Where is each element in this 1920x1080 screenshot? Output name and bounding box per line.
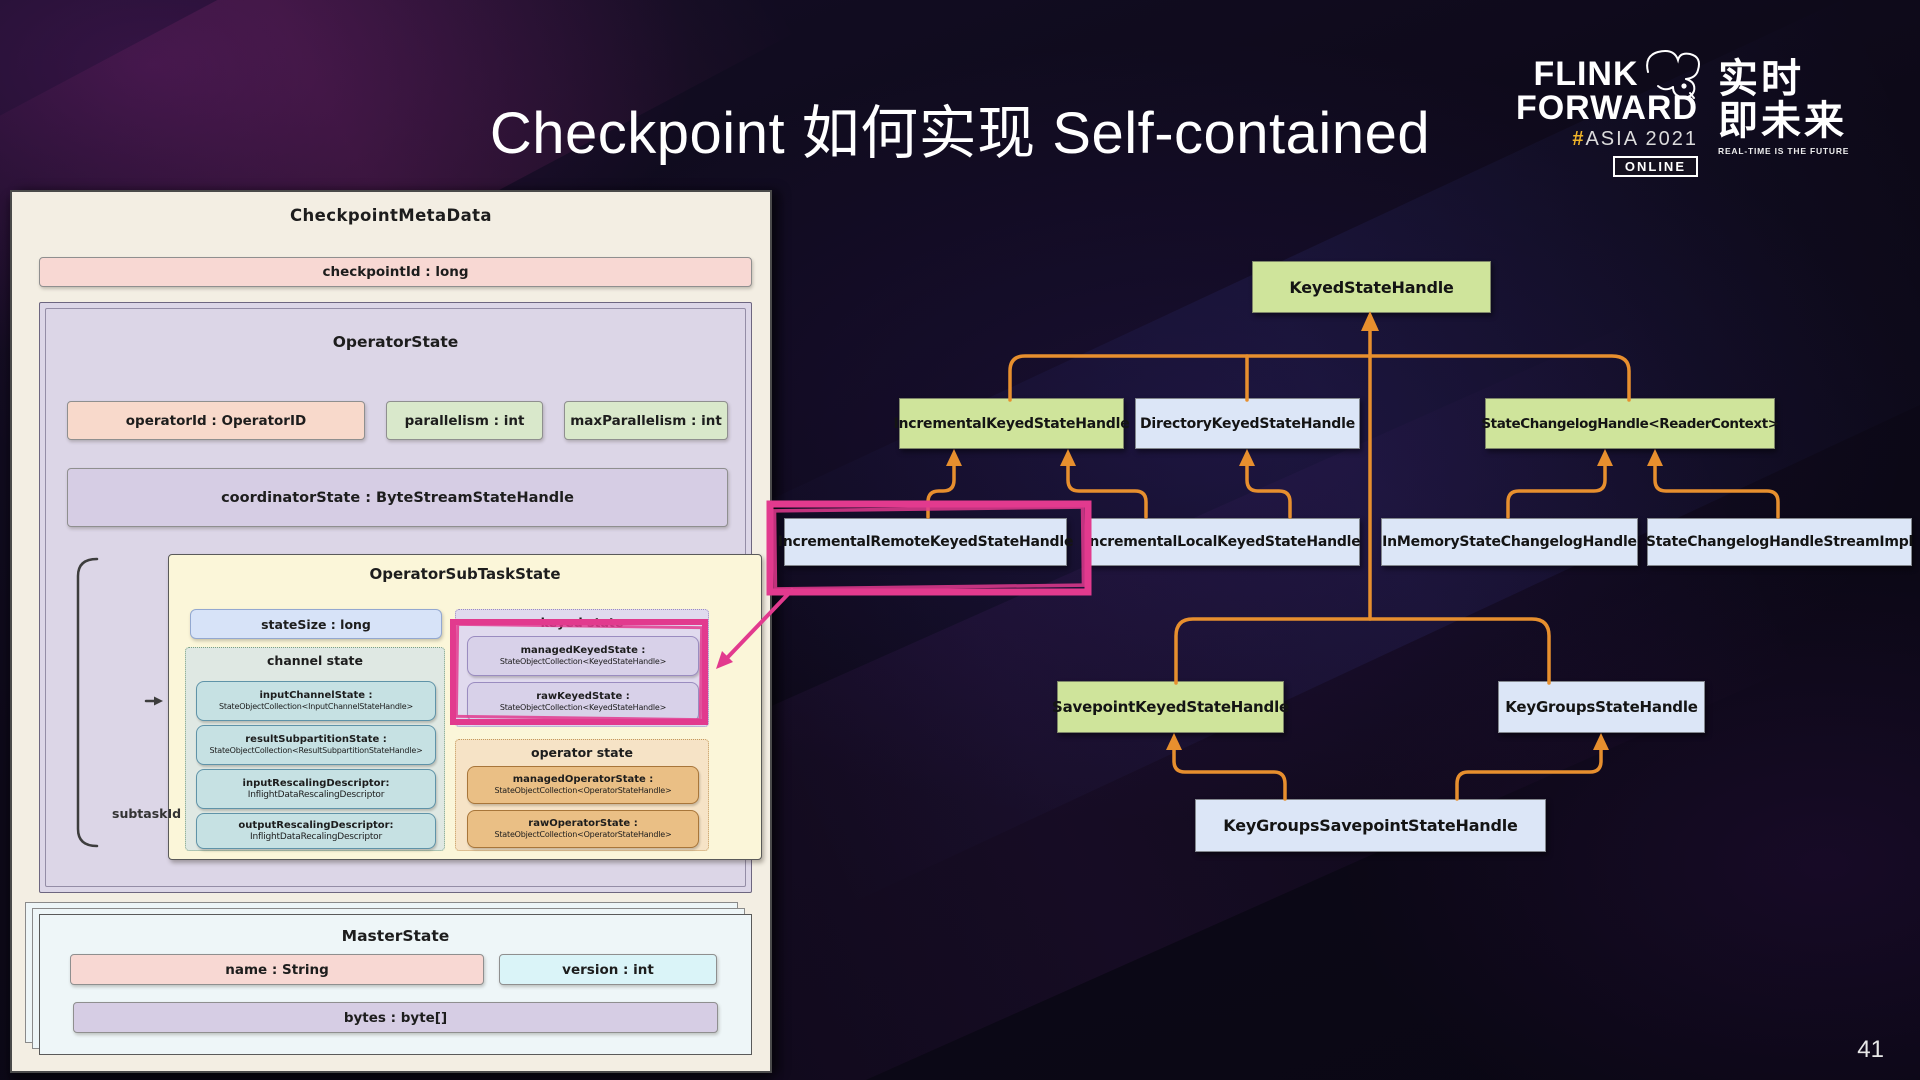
arrow-local-to-directory [1245, 462, 1292, 519]
result-subpartition-state-field: resultSubpartitionState : StateObjectCol… [196, 725, 436, 765]
page-number: 41 [1857, 1036, 1884, 1063]
keyed-state-title: keyed state [540, 615, 624, 630]
bytes-field: bytes : byte[] [73, 1002, 718, 1033]
flink-forward-logo: FLINK FORWARD #ASIA 2021 ONLINE 实时 即未来 R… [1516, 50, 1849, 177]
arrowhead-up-icon [1593, 733, 1609, 750]
raw-keyed-state-field: rawKeyedState : StateObjectCollection<Ke… [467, 682, 699, 722]
operator-id-field: operatorId : OperatorID [67, 401, 365, 440]
class-node-state-changelog-handle-stream-impl: StateChangelogHandleStreamImpl [1646, 518, 1913, 566]
class-node-incremental-local-keyed-state-handle: IncrementalLocalKeyedStateHandle [1084, 518, 1361, 566]
arrow-kgsavepoint-to-savepoint [1172, 746, 1287, 801]
logo-hash: # [1572, 128, 1586, 150]
raw-operator-state-field: rawOperatorState : StateObjectCollection… [467, 810, 699, 848]
arrow-kgsavepoint-to-keygroups [1455, 746, 1603, 801]
state-size-field: stateSize : long [190, 609, 442, 639]
realtime-logo: 实时 即未来 REAL-TIME IS THE FUTURE [1718, 58, 1849, 177]
name-field: name : String [70, 954, 484, 985]
master-state-title: MasterState [341, 927, 450, 945]
arrowhead-up-icon [1239, 449, 1255, 466]
page-title: Checkpoint 如何实现 Self-contained [489, 101, 1431, 166]
arrow-local-to-incremental [1066, 462, 1148, 519]
arrow-remote-to-incremental [926, 462, 956, 519]
flink-squirrel-icon [1646, 50, 1700, 99]
input-channel-state-field: inputChannelState : StateObjectCollectio… [196, 681, 436, 721]
subtask-id-label: subtaskId [112, 806, 182, 821]
class-node-savepoint-keyed-state-handle: SavepointKeyedStateHandle [1052, 681, 1289, 733]
class-node-key-groups-savepoint-state-handle: KeyGroupsSavepointStateHandle [1195, 799, 1546, 852]
class-node-incremental-keyed-state-handle: IncrementalKeyedStateHandle [893, 398, 1130, 449]
logo-asia-2021: #ASIA 2021 [1572, 126, 1698, 152]
class-node-key-groups-state-handle: KeyGroupsStateHandle [1498, 681, 1705, 733]
operator-state-group: operator state managedOperatorState : St… [455, 739, 709, 851]
operator-subtask-state-box: OperatorSubTaskState stateSize : long ch… [168, 554, 762, 860]
master-state-box: MasterState name : String version : int … [39, 914, 752, 1055]
arrow-streamimpl-to-changelog [1653, 462, 1780, 519]
flink-wordmark: FLINK [1533, 55, 1639, 93]
arrowhead-up-icon [1597, 449, 1613, 466]
version-field: version : int [499, 954, 717, 985]
operator-subtask-state-title: OperatorSubTaskState [369, 565, 561, 583]
logo-asia-text: ASIA 2021 [1585, 128, 1698, 150]
arrowhead-up-icon [1166, 733, 1182, 750]
class-node-incremental-remote-keyed-state-handle: IncrementalRemoteKeyedStateHandle [778, 518, 1073, 566]
arrowhead-up-icon [1361, 311, 1379, 331]
operator-state-box: OperatorState operatorId : OperatorID pa… [39, 302, 762, 893]
class-node-keyed-state-handle: KeyedStateHandle [1252, 261, 1491, 313]
output-rescaling-descriptor-field: outputRescalingDescriptor: InflightDataR… [196, 813, 436, 849]
checkpoint-id-field: checkpointId : long [39, 257, 752, 287]
online-badge: ONLINE [1612, 156, 1698, 177]
class-node-in-memory-state-changelog-handle: InMemoryStateChangelogHandle [1381, 518, 1638, 566]
arrowhead-up-icon [1060, 449, 1076, 466]
logo-cn-line1: 实时 [1718, 57, 1804, 101]
flink-forward-wordmark: FLINK FORWARD #ASIA 2021 ONLINE [1516, 50, 1700, 177]
panel-title: CheckpointMetaData [290, 206, 492, 225]
forward-wordmark: FORWARD [1515, 89, 1698, 127]
managed-keyed-state-field: managedKeyedState : StateObjectCollectio… [467, 636, 699, 676]
input-rescaling-descriptor-field: inputRescalingDescriptor: InflightDataRe… [196, 769, 436, 809]
operator-state-title: OperatorState [332, 333, 459, 351]
checkpoint-metadata-panel: CheckpointMetaData checkpointId : long O… [10, 190, 772, 1073]
arrowhead-up-icon [946, 449, 962, 466]
operator-state-group-title: operator state [531, 745, 633, 760]
arrow-inmemory-to-changelog [1506, 462, 1607, 519]
channel-state-title: channel state [267, 653, 363, 668]
connector-lower-bus [1174, 617, 1551, 685]
class-node-directory-keyed-state-handle: DirectoryKeyedStateHandle [1135, 398, 1360, 449]
arrowhead-up-icon [1647, 449, 1663, 466]
connector-top-bus [1008, 354, 1631, 402]
parallelism-field: parallelism : int [386, 401, 543, 440]
max-parallelism-field: maxParallelism : int [564, 401, 728, 440]
class-node-state-changelog-handle: StateChangelogHandle<ReaderContext> [1481, 398, 1779, 449]
logo-cn-line2: 即未来 [1718, 99, 1847, 143]
keyed-state-group: keyed state managedKeyedState : StateObj… [455, 609, 709, 727]
channel-state-group: channel state inputChannelState : StateO… [185, 647, 445, 851]
logo-tagline: REAL-TIME IS THE FUTURE [1718, 146, 1850, 156]
managed-operator-state-field: managedOperatorState : StateObjectCollec… [467, 766, 699, 804]
coordinator-state-field: coordinatorState : ByteStreamStateHandle [67, 468, 728, 527]
